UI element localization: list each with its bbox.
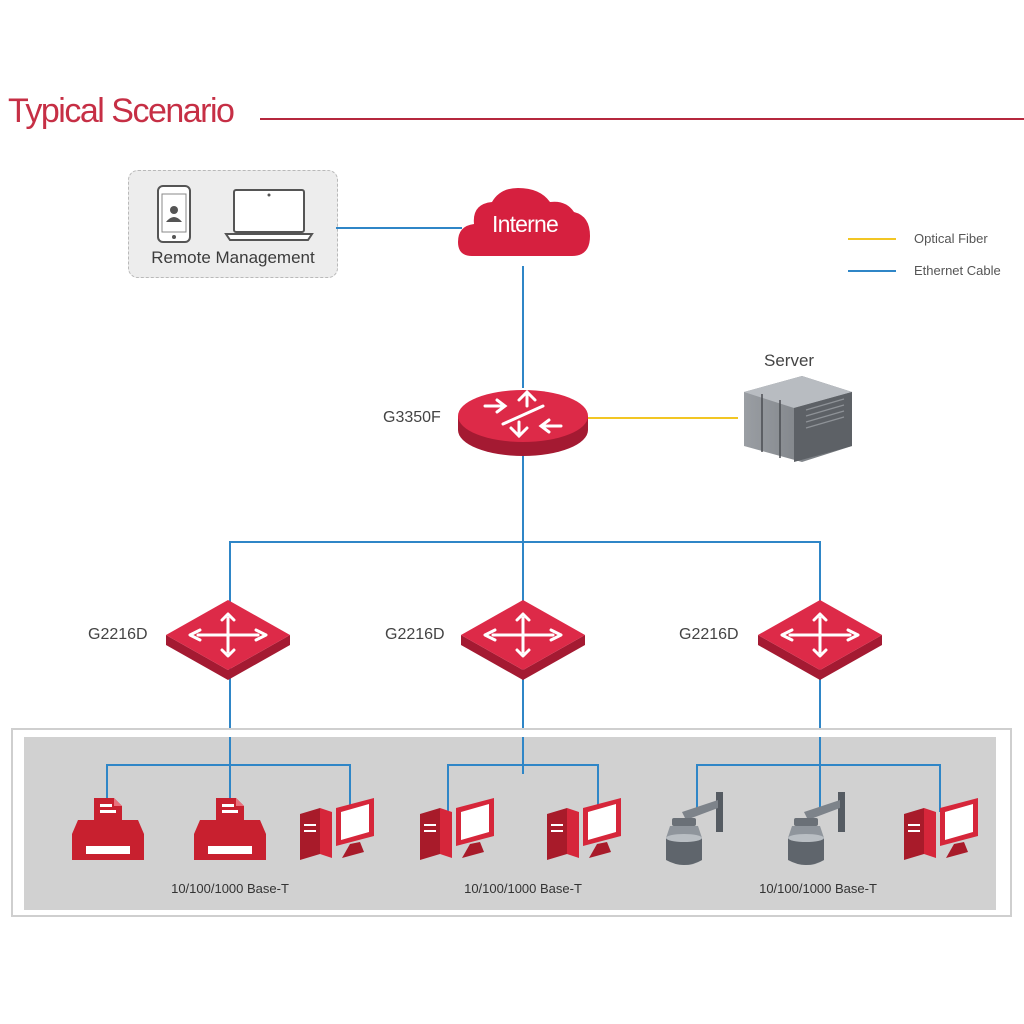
segment-label: 10/100/1000 Base-T — [171, 881, 289, 896]
legend-optical-fiber: Optical Fiber — [914, 231, 988, 246]
server-label: Server — [764, 351, 815, 370]
access-switch-label: G2216D — [679, 626, 739, 643]
page-title: Typical Scenario — [8, 92, 235, 130]
internet-cloud-icon — [458, 188, 590, 256]
laptop-icon — [224, 189, 314, 241]
ethernet-links — [229, 227, 821, 812]
remote-management-label: Remote Management — [151, 248, 315, 267]
title-divider — [260, 118, 1024, 120]
access-switch-icon — [164, 598, 292, 682]
access-switch-label: G2216D — [385, 626, 445, 643]
access-switch-label: G2216D — [88, 626, 148, 643]
legend-ethernet-cable: Ethernet Cable — [914, 263, 1001, 278]
server-icon — [744, 376, 852, 462]
core-router-label: G3350F — [383, 409, 441, 426]
core-router-icon — [458, 389, 588, 456]
access-switch-icon — [756, 598, 884, 682]
smartphone-icon — [157, 185, 191, 243]
internet-cloud-label: Interne — [491, 211, 559, 237]
access-switch-icon — [459, 598, 587, 682]
segment-label: 10/100/1000 Base-T — [464, 881, 582, 896]
segment-label: 10/100/1000 Base-T — [759, 881, 877, 896]
